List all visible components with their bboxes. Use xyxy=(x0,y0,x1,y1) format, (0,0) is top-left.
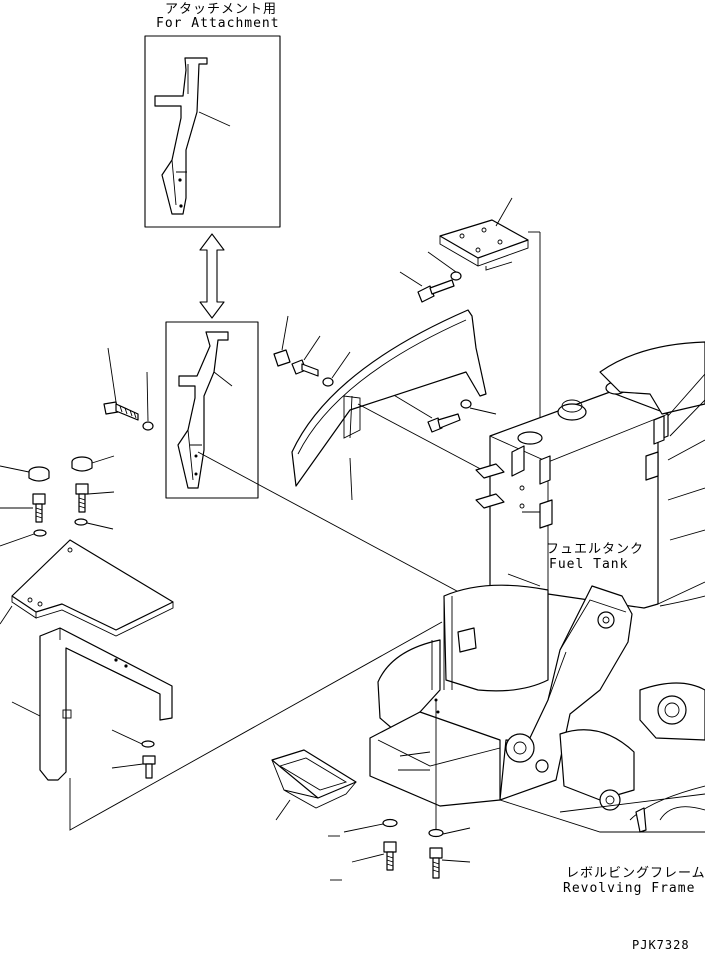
bracket-bolt xyxy=(103,347,154,431)
revolving-frame-label-jp: レボルビングフレーム xyxy=(566,866,705,881)
fuel-tank-label-jp: フュエルタンク xyxy=(546,542,645,557)
cover-hardware xyxy=(273,315,497,433)
fuel-tank-label-en: Fuel Tank xyxy=(549,557,629,572)
cover-plate xyxy=(0,539,174,637)
attachment-label-jp: アタッチメント用 xyxy=(165,2,278,17)
fuel-tank xyxy=(475,381,669,609)
attachment-inset xyxy=(144,35,281,228)
standard-bracket-box xyxy=(165,321,259,499)
frame-hardware xyxy=(328,818,471,881)
revolving-frame-label-en: Revolving Frame xyxy=(563,881,696,896)
interchange-arrow xyxy=(199,233,225,319)
drawing-code: PJK7328 xyxy=(632,938,690,952)
cab-frame xyxy=(599,341,705,607)
left-hardware xyxy=(0,455,115,547)
attachment-label-en: For Attachment xyxy=(156,16,280,31)
curved-cover xyxy=(291,309,491,501)
mounting-plate xyxy=(399,197,541,512)
step-box xyxy=(271,749,357,821)
support-bracket xyxy=(11,627,173,781)
revolving-frame xyxy=(369,584,705,833)
